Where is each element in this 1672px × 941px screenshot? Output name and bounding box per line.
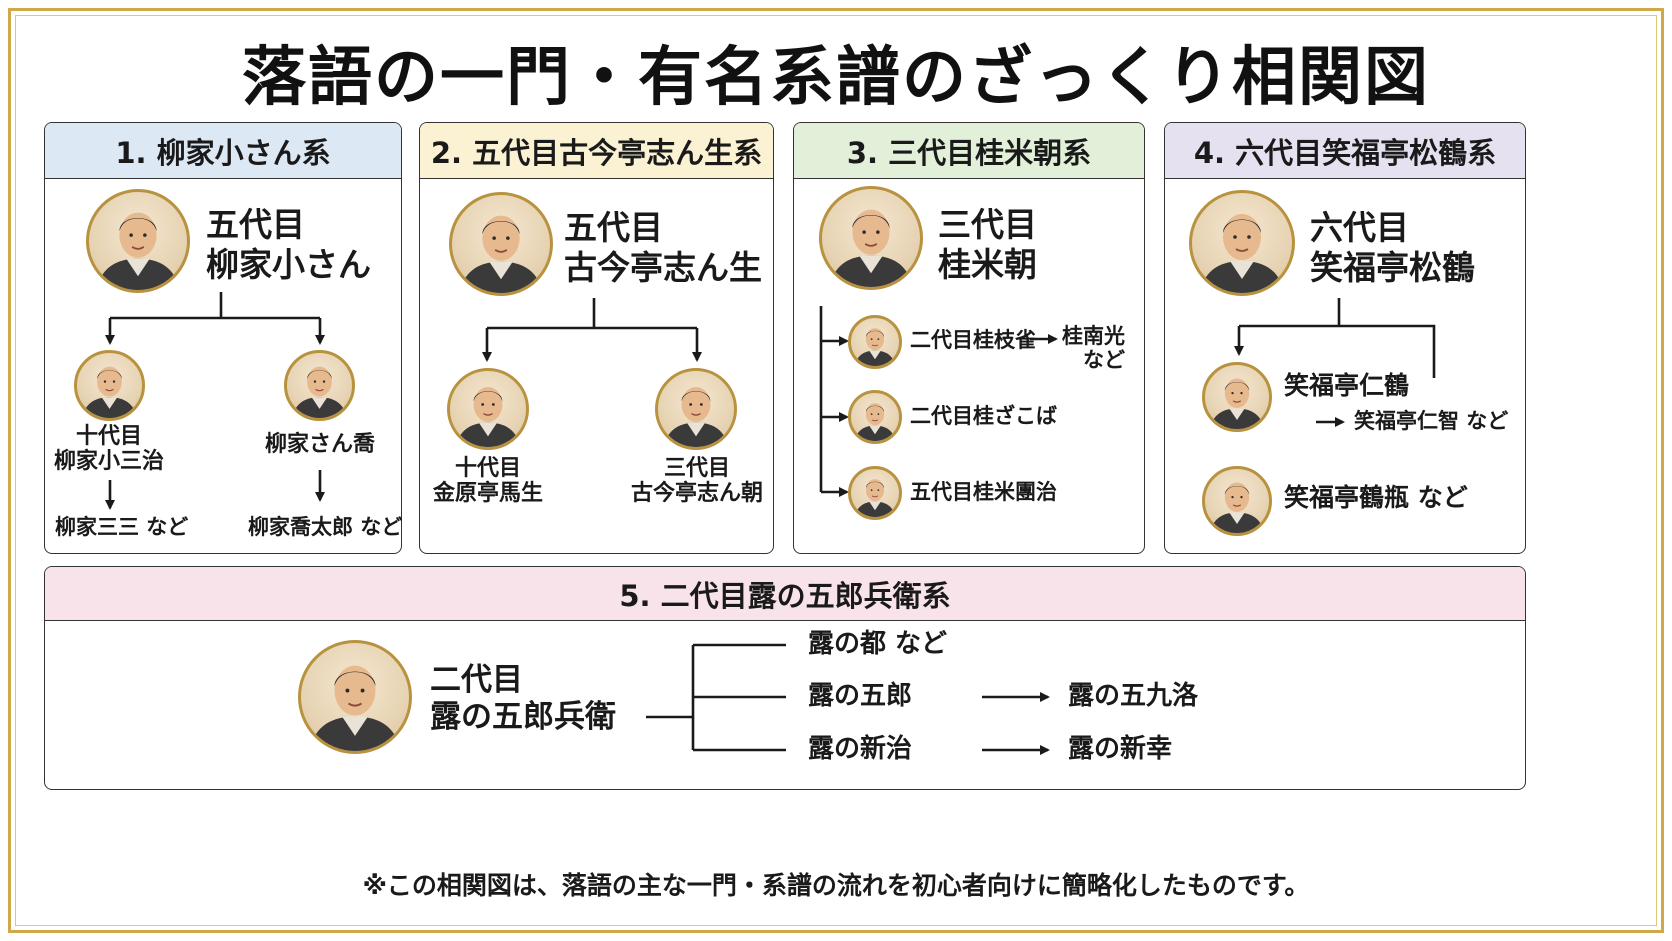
- line-p5-root: [646, 645, 786, 750]
- p3-child1-name: 二代目桂枝雀: [910, 328, 1036, 352]
- p4-child2-name: 笑福亭鶴瓶 など: [1284, 484, 1468, 513]
- p2-root-title: 五代目 古今亭志ん生: [564, 208, 762, 287]
- person-portrait-icon: [822, 189, 920, 287]
- portrait-sankyo: [284, 350, 355, 421]
- portrait-kosan: [86, 189, 190, 293]
- person-portrait-icon: [450, 371, 526, 447]
- p2-left-name: 十代目 金原亭馬生: [420, 456, 556, 507]
- p3-root-title: 三代目 桂米朝: [938, 205, 1037, 284]
- portrait-tsurube: [1202, 466, 1272, 536]
- line-p2-root: [487, 298, 697, 328]
- line-p4-root: [1239, 298, 1434, 378]
- portrait-shijaku: [848, 315, 902, 369]
- portrait-basho: [447, 368, 529, 450]
- portrait-kosanji: [74, 350, 145, 421]
- person-portrait-icon: [77, 353, 142, 418]
- p5-root-title: 二代目 露の五郎兵衛: [430, 662, 616, 736]
- portrait-nikaku: [1202, 362, 1272, 432]
- footer-note: ※この相関図は、落語の主な一門・系譜の流れを初心者向けに簡略化したものです。: [0, 866, 1672, 902]
- p1-left-next: 柳家三三 など: [55, 515, 188, 539]
- p1-right-next: 柳家喬太郎 など: [248, 515, 402, 539]
- p4-child1-name: 笑福亭仁鶴: [1284, 372, 1409, 401]
- person-portrait-icon: [1205, 469, 1269, 533]
- p2-right-name: 三代目 古今亭志ん朝: [622, 456, 772, 507]
- p3-child3-name: 五代目桂米團治: [910, 480, 1057, 504]
- line-p1-root: [110, 292, 320, 318]
- p4-child1-next: 笑福亭仁智 など: [1354, 409, 1508, 433]
- portrait-shincho: [655, 368, 737, 450]
- person-portrait-icon: [851, 318, 899, 366]
- p5-branch1-name: 露の都 など: [808, 630, 947, 660]
- p5-branch3-next: 露の新幸: [1068, 735, 1172, 765]
- person-portrait-icon: [287, 353, 352, 418]
- portrait-shinsho: [449, 192, 553, 296]
- p5-branch3-name: 露の新治: [808, 735, 912, 765]
- portrait-gorobei: [298, 640, 412, 754]
- person-portrait-icon: [1192, 193, 1292, 293]
- person-portrait-icon: [658, 371, 734, 447]
- p5-branch2-name: 露の五郎: [808, 682, 912, 712]
- p1-root-title: 五代目 柳家小さん: [206, 205, 371, 284]
- portrait-zakoba: [848, 390, 902, 444]
- p1-left-name: 十代目 柳家小三治: [40, 424, 178, 475]
- person-portrait-icon: [1205, 365, 1269, 429]
- person-portrait-icon: [452, 195, 550, 293]
- person-portrait-icon: [89, 192, 187, 290]
- p5-branch2-next: 露の五九洛: [1068, 682, 1198, 712]
- portrait-yonedanji: [848, 466, 902, 520]
- p1-right-name: 柳家さん喬: [248, 432, 392, 457]
- p3-child2-name: 二代目桂ざこば: [910, 404, 1057, 428]
- person-portrait-icon: [851, 469, 899, 517]
- person-portrait-icon: [851, 393, 899, 441]
- portrait-beicho: [819, 186, 923, 290]
- p4-root-title: 六代目 笑福亭松鶴: [1310, 208, 1475, 287]
- p3-child1-next: 桂南光 など: [1062, 324, 1125, 372]
- portrait-shokaku: [1189, 190, 1295, 296]
- person-portrait-icon: [301, 643, 409, 751]
